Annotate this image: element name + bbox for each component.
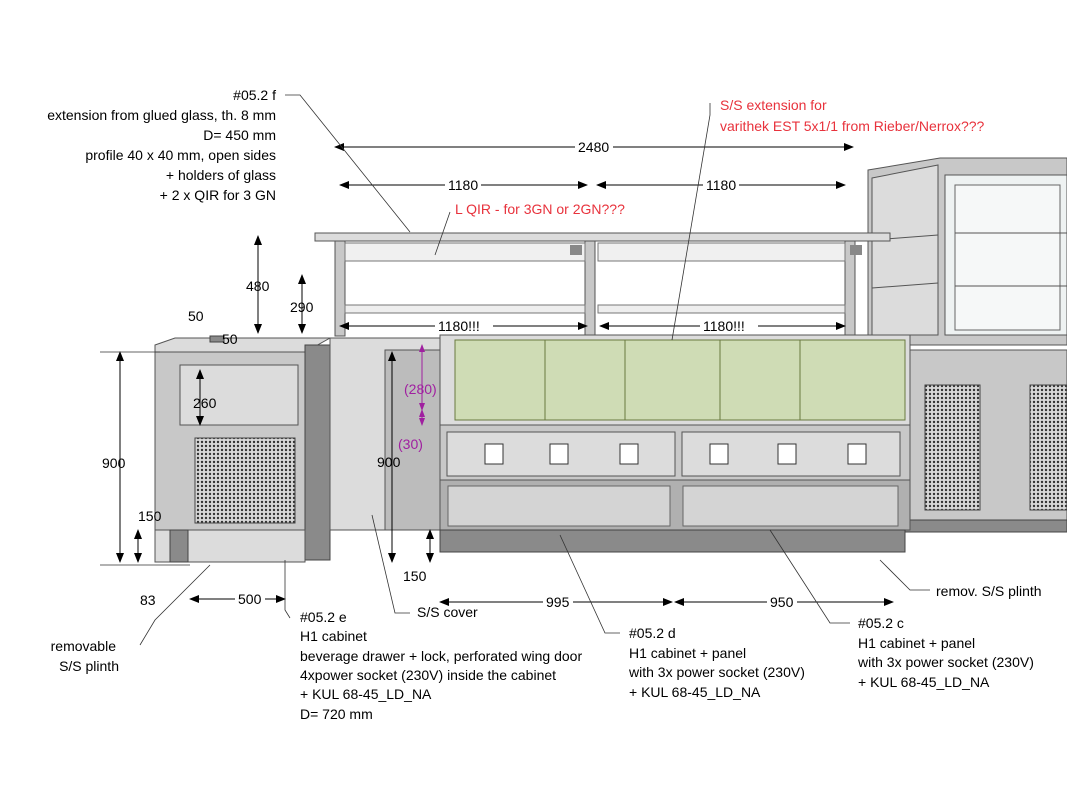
dim-900-centre: 900 [377, 454, 401, 470]
power-socket-icons [484, 443, 867, 465]
dim-50-a: 50 [188, 308, 204, 324]
svg-text:H1 cabinet + panel: H1 cabinet + panel [858, 635, 975, 651]
svg-text:D= 720 mm: D= 720 mm [300, 706, 373, 722]
ss-cover-panel [329, 337, 441, 531]
svg-text:+ holders of glass: + holders of glass [166, 167, 276, 183]
dim-width-left: 1180 [448, 177, 478, 193]
leader-lines [139, 94, 930, 646]
dimension-labels: 2480 1180 1180 1180!!! 1180!!! 480 290 5… [102, 139, 797, 610]
note-removable-plinth-right: remov. S/S plinth [936, 583, 1042, 599]
svg-text:removable: removable [51, 638, 117, 654]
centre-counter [439, 334, 911, 553]
dim-900-left: 900 [102, 455, 126, 471]
svg-text:varithek EST 5x1/1 from Rieber: varithek EST 5x1/1 from Rieber/Nerrox??? [720, 118, 985, 134]
svg-text:+ 2 x QIR for 3 GN: + 2 x QIR for 3 GN [160, 187, 276, 203]
note-ss-extension: S/S extension for varithek EST 5x1/1 fro… [455, 97, 985, 217]
svg-text:S/S plinth: S/S plinth [59, 658, 119, 674]
dim-280: (280) [404, 381, 437, 397]
left-cabinet [154, 335, 332, 563]
svg-text:H1 cabinet: H1 cabinet [300, 628, 367, 644]
svg-text:#05.2 f: #05.2 f [233, 87, 276, 103]
svg-text:+ KUL 68-45_LD_NA: + KUL 68-45_LD_NA [858, 674, 990, 690]
note-05-2-c: #05.2 c H1 cabinet + panel with 3x power… [857, 615, 1034, 690]
dim-83: 83 [140, 592, 156, 608]
dim-480: 480 [246, 278, 270, 294]
dim-width-right: 1180 [706, 177, 736, 193]
svg-text:#05.2 e: #05.2 e [300, 609, 347, 625]
dim-50-b: 50 [222, 331, 238, 347]
note-ss-cover: S/S cover [417, 604, 478, 620]
svg-text:extension from glued glass, th: extension from glued glass, th. 8 mm [47, 107, 276, 123]
svg-text:profile 40 x 40 mm, open sides: profile 40 x 40 mm, open sides [85, 147, 276, 163]
svg-text:4xpower socket (230V) inside t: 4xpower socket (230V) inside the cabinet [300, 667, 556, 683]
glass-display-case [867, 157, 1067, 346]
svg-text:S/S extension for: S/S extension for [720, 97, 827, 113]
svg-text:#05.2 c: #05.2 c [858, 615, 904, 631]
dim-260: 260 [193, 395, 217, 411]
dim-total-width: 2480 [578, 139, 609, 155]
svg-text:D= 450 mm: D= 450 mm [203, 127, 276, 143]
dim-150-centre: 150 [403, 568, 427, 584]
dim-30: (30) [398, 436, 423, 452]
dim-290: 290 [290, 299, 314, 315]
note-removable-plinth-left: removable S/S plinth [51, 638, 119, 674]
dim-950: 950 [770, 594, 794, 610]
svg-text:+ KUL 68-45_LD_NA: + KUL 68-45_LD_NA [300, 686, 432, 702]
svg-text:#05.2 d: #05.2 d [629, 625, 676, 641]
note-05-2-e: #05.2 e H1 cabinet beverage drawer + loc… [300, 609, 582, 722]
glass-extension [314, 232, 891, 337]
svg-text:with 3x power socket (230V): with 3x power socket (230V) [857, 654, 1034, 670]
dim-500: 500 [238, 591, 262, 607]
note-05-2-d: #05.2 d H1 cabinet + panel with 3x power… [628, 625, 805, 700]
svg-text:beverage drawer + lock, perfor: beverage drawer + lock, perforated wing … [300, 648, 582, 664]
note-05-2-f: #05.2 f extension from glued glass, th. … [47, 87, 276, 203]
dim-inner-left: 1180!!! [438, 318, 480, 334]
note-l-qir: L QIR - for 3GN or 2GN??? [455, 201, 625, 217]
right-cabinet [904, 349, 1067, 533]
dim-inner-right: 1180!!! [703, 318, 745, 334]
dim-995: 995 [546, 594, 570, 610]
svg-text:H1 cabinet + panel: H1 cabinet + panel [629, 645, 746, 661]
dim-150-left: 150 [138, 508, 162, 524]
svg-text:with 3x power socket (230V): with 3x power socket (230V) [628, 664, 805, 680]
svg-text:+ KUL 68-45_LD_NA: + KUL 68-45_LD_NA [629, 684, 761, 700]
